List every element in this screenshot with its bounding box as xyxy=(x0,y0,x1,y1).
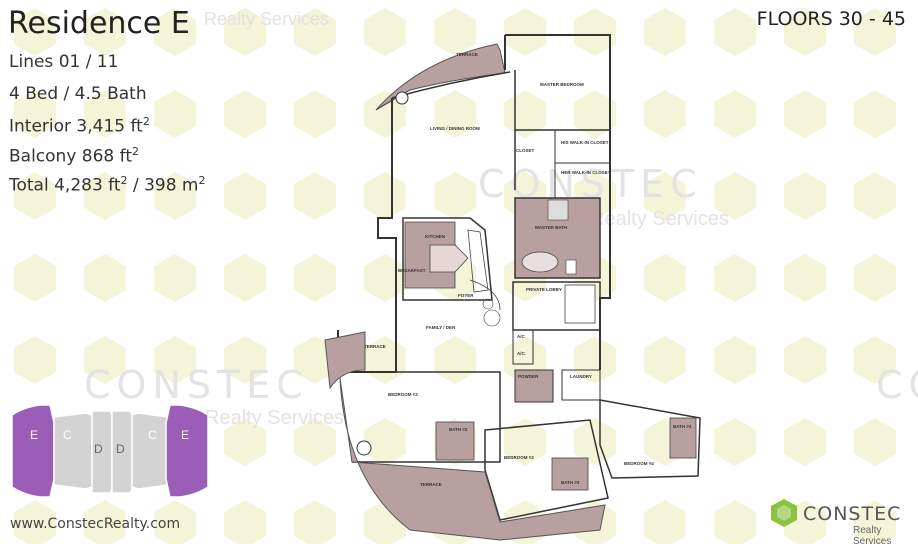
spec-lines: Lines 01 / 11 xyxy=(9,52,119,72)
keyplan-unit-d-right: D xyxy=(116,442,125,456)
spec-lines-label: Lines xyxy=(9,52,59,72)
label-master-bedroom: MASTER BEDROOM xyxy=(540,82,584,87)
website-url[interactable]: www.ConstecRealty.com xyxy=(10,516,181,532)
label-kitchen: KITCHEN xyxy=(425,234,445,239)
label-breakfast: BREAKFAST xyxy=(398,268,426,273)
keyplan-unit-c-left: C xyxy=(63,428,72,442)
spec-interior-value: 3,415 ft xyxy=(76,116,143,137)
label-terrace-left: TERRACE xyxy=(364,344,386,349)
constec-logo-icon xyxy=(771,499,797,527)
keyplan-unit-e-left: E xyxy=(30,428,39,442)
label-foyer: FOYER xyxy=(458,293,474,298)
label-ac2: A/C xyxy=(517,351,525,356)
spec-interior: Interior 3,415 ft2 xyxy=(9,115,150,137)
label-bath2: BATH #2 xyxy=(449,427,468,432)
spec-balcony-value: 868 ft xyxy=(81,146,132,167)
spec-total-m-sup: 2 xyxy=(198,174,206,187)
terrace-left xyxy=(324,331,366,390)
terrace-bottom xyxy=(339,377,606,541)
label-bedroom4: BEDROOM #4 xyxy=(624,461,654,466)
spec-balcony-label: Balcony xyxy=(9,146,82,167)
label-bath3: BATH #3 xyxy=(561,480,580,485)
label-bedroom3: BEDROOM #3 xyxy=(504,455,534,460)
constec-watermark-2: CONSTEC xyxy=(84,363,309,407)
keyplan-unit-d-left: D xyxy=(94,442,103,456)
label-closet: CLOSET xyxy=(516,148,535,153)
label-terrace-top: TERRACE xyxy=(456,52,478,57)
floors-range: FLOORS 30 - 45 xyxy=(756,8,906,30)
constec-watermark-3: CONSTEC xyxy=(876,363,918,407)
label-terrace-bottom: TERRACE xyxy=(420,482,442,487)
logo-subtitle: Realty Services xyxy=(853,525,892,544)
label-ac1: A/C xyxy=(517,334,525,339)
label-powder: POWDER xyxy=(518,374,539,379)
realty-watermark-top: Realty Services xyxy=(204,9,330,29)
label-family-den: FAMILY / DEN xyxy=(426,325,456,330)
label-laundry: LAUNDRY xyxy=(570,374,592,379)
label-her-closet: HER WALK-IN CLOSET xyxy=(561,170,611,175)
spec-interior-label: Interior xyxy=(9,116,77,137)
spec-beds-baths: 4 Bed / 4.5 Bath xyxy=(9,84,147,104)
label-bath4: BATH #4 xyxy=(673,424,692,429)
spec-balcony-sup: 2 xyxy=(132,145,139,158)
keyplan-unit-c-right: C xyxy=(148,428,157,442)
spec-total-m: / 398 m xyxy=(127,175,199,196)
spec-total-label: Total xyxy=(9,175,55,196)
label-bedroom2: BEDROOM #2 xyxy=(388,392,418,397)
spec-total-value: 4,283 ft xyxy=(54,175,121,196)
spec-lines-value: 01 / 11 xyxy=(58,52,119,72)
realty-watermark-1: Realty Services xyxy=(590,208,729,230)
label-master-bath: MASTER BATH xyxy=(535,225,568,230)
spec-total: Total 4,283 ft2 / 398 m2 xyxy=(9,174,206,196)
terrace-top xyxy=(375,43,506,111)
label-living-dining: LIVING / DINING ROOM xyxy=(430,126,480,131)
spec-balcony: Balcony 868 ft2 xyxy=(9,145,139,167)
residence-title: Residence E xyxy=(8,6,190,41)
realty-watermark-2: Realty Services xyxy=(205,407,344,429)
label-his-closet: HIS WALK-IN CLOSET xyxy=(561,140,609,145)
spec-total-sup: 2 xyxy=(120,174,128,187)
logo-name: CONSTEC xyxy=(803,503,902,525)
keyplan-unit-e-right: E xyxy=(181,428,190,442)
spec-interior-sup: 2 xyxy=(142,115,150,128)
label-private-lobby: PRIVATE LOBBY xyxy=(526,287,562,292)
building-keyplan xyxy=(11,404,209,498)
